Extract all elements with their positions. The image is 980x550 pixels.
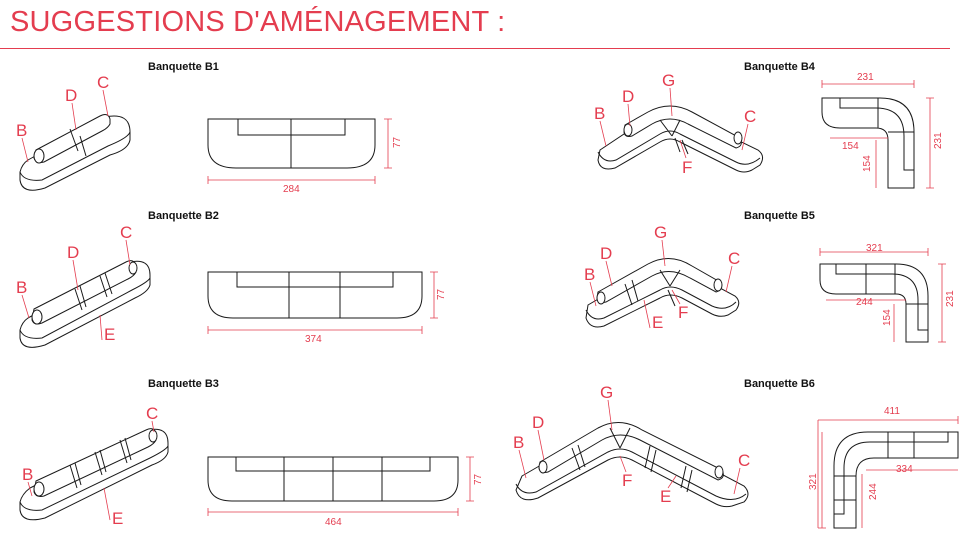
b6-label-g: G [600,383,613,402]
b6-perspective [515,422,749,508]
b5-plan: 321 231 244 154 [819,243,956,343]
b4-plan: 231 231 154 154 [821,72,944,189]
b6-left-dim: 321 [808,473,819,490]
b6-plan: 411 321 334 244 [808,406,959,529]
b6-label-d: D [532,413,544,432]
b6-label-f: F [622,471,632,490]
b5-right-dim: 231 [945,290,956,307]
b4-top-dim: 231 [857,72,874,83]
b4-inner-v-dim: 154 [862,155,873,172]
b5-inner-v-dim: 154 [882,309,893,326]
b5-top-dim: 321 [866,243,883,254]
b4-label-g: G [662,71,675,90]
b1-width-dim: 284 [283,184,300,195]
b5-inner-h-dim: 244 [856,297,873,308]
b1-part-labels: B D C [16,73,109,163]
b2-label-d: D [67,243,79,262]
b1-label-d: D [65,86,77,105]
b6-part-labels: B D G C F E [513,383,750,506]
b6-inner-v-dim: 244 [868,483,879,500]
b2-label-c: C [120,223,132,242]
title-divider [0,48,950,49]
b5-label-c: C [728,249,740,268]
b1-perspective [19,114,131,191]
b2-plan: 374 77 [207,271,447,345]
b1-plan: 284 77 [207,118,403,195]
b2-perspective [19,260,151,348]
b2-depth-dim: 77 [436,288,447,300]
b1-label-c: C [97,73,109,92]
b6-top-dim: 411 [884,406,900,417]
b3-label-e: E [112,509,123,528]
b3-width-dim: 464 [325,517,342,528]
b5-title: Banquette B5 [744,210,815,222]
b3-label-b: B [22,465,33,484]
b3-depth-dim: 77 [473,473,484,485]
b4-perspective [597,105,764,173]
b4-title: Banquette B4 [744,61,815,73]
b3-part-labels: B C E [22,404,158,528]
b2-label-e: E [104,325,115,344]
b2-title: Banquette B2 [148,210,219,222]
b1-label-b: B [16,121,27,140]
b6-label-b: B [513,433,524,452]
b5-part-labels: B D G C E F [584,223,740,332]
b4-inner-h-dim: 154 [842,141,859,152]
b2-label-b: B [16,278,27,297]
b6-title: Banquette B6 [744,378,815,390]
b5-label-e: E [652,313,663,332]
b6-label-e: E [660,487,671,506]
b3-label-c: C [146,404,158,423]
b5-label-d: D [600,244,612,263]
page-title: SUGGESTIONS D'AMÉNAGEMENT : [10,6,506,38]
b5-label-f: F [678,303,688,322]
b4-part-labels: B D G C F [594,71,756,177]
b3-perspective [19,428,169,521]
b1-depth-dim: 77 [392,136,403,148]
b3-title: Banquette B3 [148,378,219,390]
b5-label-b: B [584,265,595,284]
b2-width-dim: 374 [305,334,322,345]
b4-label-b: B [594,104,605,123]
b4-label-c: C [744,107,756,126]
b3-plan: 464 77 [207,456,484,528]
b6-label-c: C [738,451,750,470]
b4-label-f: F [682,158,692,177]
b2-part-labels: B D C E [16,223,132,344]
b4-right-dim: 231 [933,132,944,149]
b6-inner-h-dim: 334 [896,464,913,475]
b4-label-d: D [622,87,634,106]
b5-label-g: G [654,223,667,242]
b5-perspective [585,258,740,328]
b1-title: Banquette B1 [148,61,219,73]
